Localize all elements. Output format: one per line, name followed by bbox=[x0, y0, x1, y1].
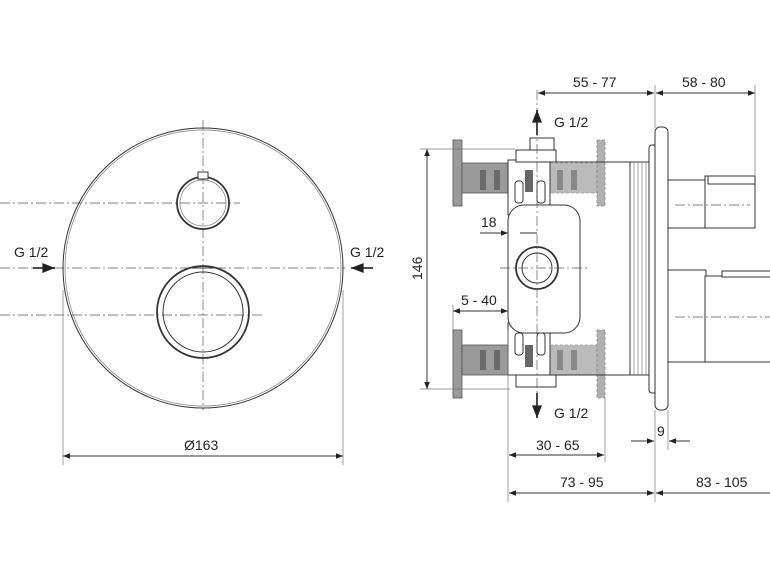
dim-5-40: 5 - 40 bbox=[461, 292, 497, 308]
side-view: G 1/2 G 1/2 146 18 5 - 40 55 - 77 58 - 8… bbox=[409, 74, 770, 502]
front-view: G 1/2 G 1/2 Ø163 bbox=[0, 120, 384, 465]
thermostat-handle bbox=[667, 269, 707, 363]
thread bbox=[629, 161, 651, 376]
wall-plate bbox=[654, 126, 669, 411]
dim-9: 9 bbox=[657, 423, 665, 439]
dim-58-80: 58 - 80 bbox=[682, 74, 726, 90]
height-label: 146 bbox=[409, 256, 425, 280]
dim-18: 18 bbox=[481, 214, 497, 230]
diverter-handle bbox=[704, 175, 756, 229]
bottom-outlet-label: G 1/2 bbox=[554, 405, 588, 421]
top-outlet-label: G 1/2 bbox=[554, 114, 588, 130]
dim-55-77: 55 - 77 bbox=[573, 74, 617, 90]
inlet-left-label: G 1/2 bbox=[14, 244, 48, 260]
diameter-label: Ø163 bbox=[184, 437, 218, 453]
cartridge-housing bbox=[507, 204, 581, 334]
dim-30-65: 30 - 65 bbox=[536, 437, 580, 453]
dim-73-95: 73 - 95 bbox=[560, 474, 604, 490]
diverter-knob bbox=[176, 171, 230, 230]
dim-83-105: 83 - 105 bbox=[696, 474, 748, 490]
cover-plate bbox=[62, 127, 344, 409]
thermostat-knob bbox=[156, 265, 250, 359]
inlet-right-label: G 1/2 bbox=[350, 244, 384, 260]
